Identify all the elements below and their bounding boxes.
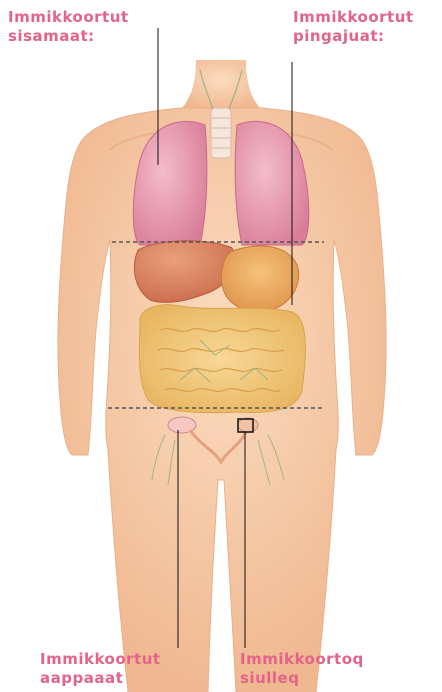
label-bottom-left: Immikkoortut aappaaat xyxy=(40,650,161,688)
label-top-left-line2: sisamaat: xyxy=(8,27,129,46)
label-bottom-right-line1: Immikkoortoq xyxy=(240,650,364,669)
label-top-right-line1: Immikkoortut xyxy=(293,8,414,27)
label-top-left: Immikkoortut sisamaat: xyxy=(8,8,129,46)
label-top-right: Immikkoortut pingajuat: xyxy=(293,8,414,46)
label-bottom-right: Immikkoortoq siulleq xyxy=(240,650,364,688)
intestines xyxy=(139,305,305,413)
label-bottom-right-line2: siulleq xyxy=(240,669,364,688)
label-bottom-left-line2: aappaaat xyxy=(40,669,161,688)
label-top-left-line1: Immikkoortut xyxy=(8,8,129,27)
label-top-right-line2: pingajuat: xyxy=(293,27,414,46)
label-bottom-left-line1: Immikkoortut xyxy=(40,650,161,669)
trachea xyxy=(211,108,231,158)
